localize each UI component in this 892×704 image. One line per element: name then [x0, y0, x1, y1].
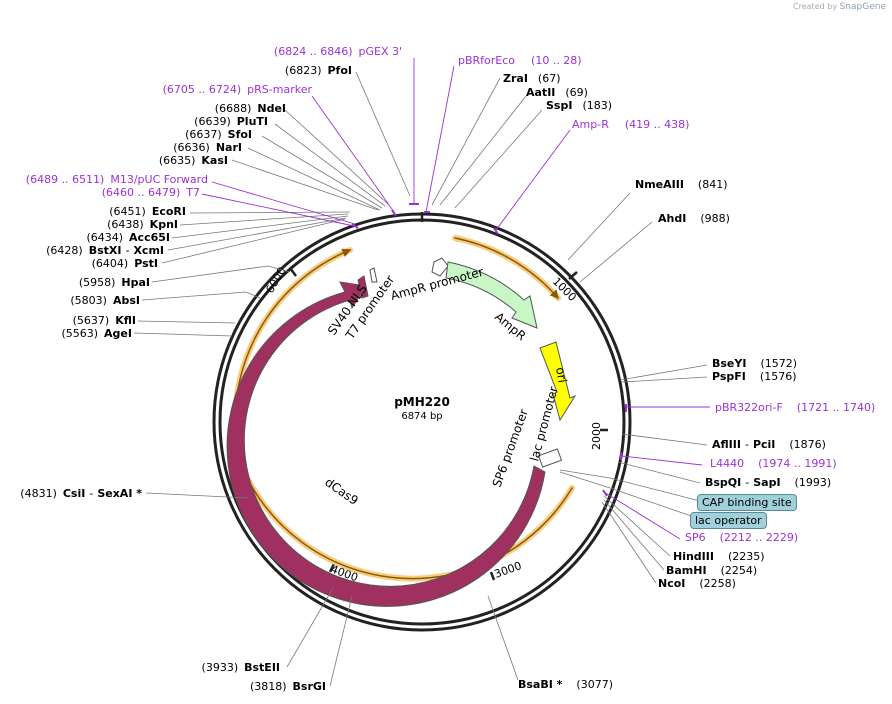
label-bamhi: BamHI(2254): [666, 564, 757, 577]
label-pbrforeco: pBRforEco(10 .. 28): [458, 54, 582, 67]
label-bseyi: BseYI(1572): [712, 357, 797, 370]
label-absi: (5803)AbsI: [70, 294, 140, 307]
label-psti: (6404)PstI: [92, 257, 158, 270]
dcas9-feature[interactable]: [226, 281, 546, 607]
label-kfli: (5637)KflI: [73, 314, 136, 327]
label-ecori: (6451)EcoRI: [109, 205, 186, 218]
sv40-nls-feature[interactable]: [357, 275, 369, 299]
ampr-promoter-arrow[interactable]: [431, 257, 449, 277]
label-t7-primer: (6460 .. 6479)T7: [102, 186, 200, 199]
left-labels: (6824 .. 6846)pGEX 3' (6823)PfoI (6705 .…: [20, 45, 402, 693]
label-ncoi: NcoI(2258): [658, 577, 736, 590]
label-l4440: L4440(1974 .. 1991): [710, 457, 837, 470]
label-pluti: (6639)PluTI: [194, 115, 268, 128]
credit-prefix: Created by: [793, 2, 838, 11]
label-bsabi: BsaBI *(3077): [518, 678, 613, 691]
label-pgex3: (6824 .. 6846)pGEX 3': [274, 45, 402, 58]
label-acc65i: (6434)Acc65I: [86, 231, 170, 244]
label-agei: (5563)AgeI: [61, 327, 132, 340]
label-pfoi: (6823)PfoI: [285, 64, 352, 77]
label-zrai: ZraI(67): [503, 72, 561, 85]
label-csii-sexai: (4831)CsiI-SexAI *: [20, 487, 142, 500]
label-nari: (6636)NarI: [173, 141, 242, 154]
right-labels: pBRforEco(10 .. 28) ZraI(67) AatII(69) S…: [458, 54, 875, 691]
plasmid-length: 6874 bp: [401, 411, 442, 422]
label-ndei: (6688)NdeI: [215, 102, 286, 115]
lac-operator-box[interactable]: lac operator: [690, 512, 767, 529]
primer-marks: [351, 203, 627, 497]
label-aatii: AatII(69): [526, 86, 588, 99]
lac-promoter-feature[interactable]: [537, 448, 563, 468]
label-hpai: (5958)HpaI: [79, 276, 150, 289]
sp6-promoter-label: SP6 promoter: [490, 407, 531, 489]
label-nmeaiii: NmeAIII(841): [635, 178, 728, 191]
label-amp-r: Amp-R(419 .. 438): [572, 118, 689, 131]
label-sp6: SP6(2212 .. 2229): [685, 531, 798, 544]
ori-feature[interactable]: [539, 341, 577, 422]
snapgene-credit: Created by SnapGene: [793, 2, 886, 12]
label-m13-puc-forward: (6489 .. 6511)M13/pUC Forward: [26, 173, 208, 186]
label-bspqi-sapi: BspQI-SapI(1993): [705, 476, 831, 489]
label-ahdi: AhdI(988): [658, 212, 730, 225]
t7-promoter-feature[interactable]: [369, 267, 378, 283]
label-pbr322ori-f: pBR322ori-F(1721 .. 1740): [715, 401, 875, 414]
snapgene-logo: SnapGene: [839, 2, 886, 12]
ori-label: ori: [553, 366, 569, 384]
label-prs-marker: (6705 .. 6724)pRS-marker: [163, 83, 313, 96]
label-bsrgi: (3818)BsrGI: [250, 680, 326, 693]
cap-binding-site-box[interactable]: CAP binding site: [697, 494, 797, 511]
label-bstxi-xcmi: (6428)BstXI-XcmI: [46, 244, 164, 257]
label-kpni: (6438)KpnI: [107, 218, 178, 231]
label-afliii-pcii: AflIII-PciI(1876): [712, 438, 826, 451]
label-bsteii: (3933)BstEII: [202, 661, 280, 674]
label-pspfi: PspFI(1576): [712, 370, 796, 383]
ampr-feature[interactable]: [445, 261, 538, 329]
primer-lines: [201, 58, 710, 540]
label-sfoi: (6637)SfoI: [185, 128, 252, 141]
plasmid-name: pMH220: [394, 395, 450, 409]
label-kasi: (6635)KasI: [159, 154, 228, 167]
leader-lines: [133, 71, 708, 687]
dcas9-label: dCas9: [322, 475, 361, 508]
label-hindiii: HindIII(2235): [673, 550, 765, 563]
label-sspi: SspI(183): [546, 99, 612, 112]
tick-label-2000: 2000: [590, 422, 603, 450]
